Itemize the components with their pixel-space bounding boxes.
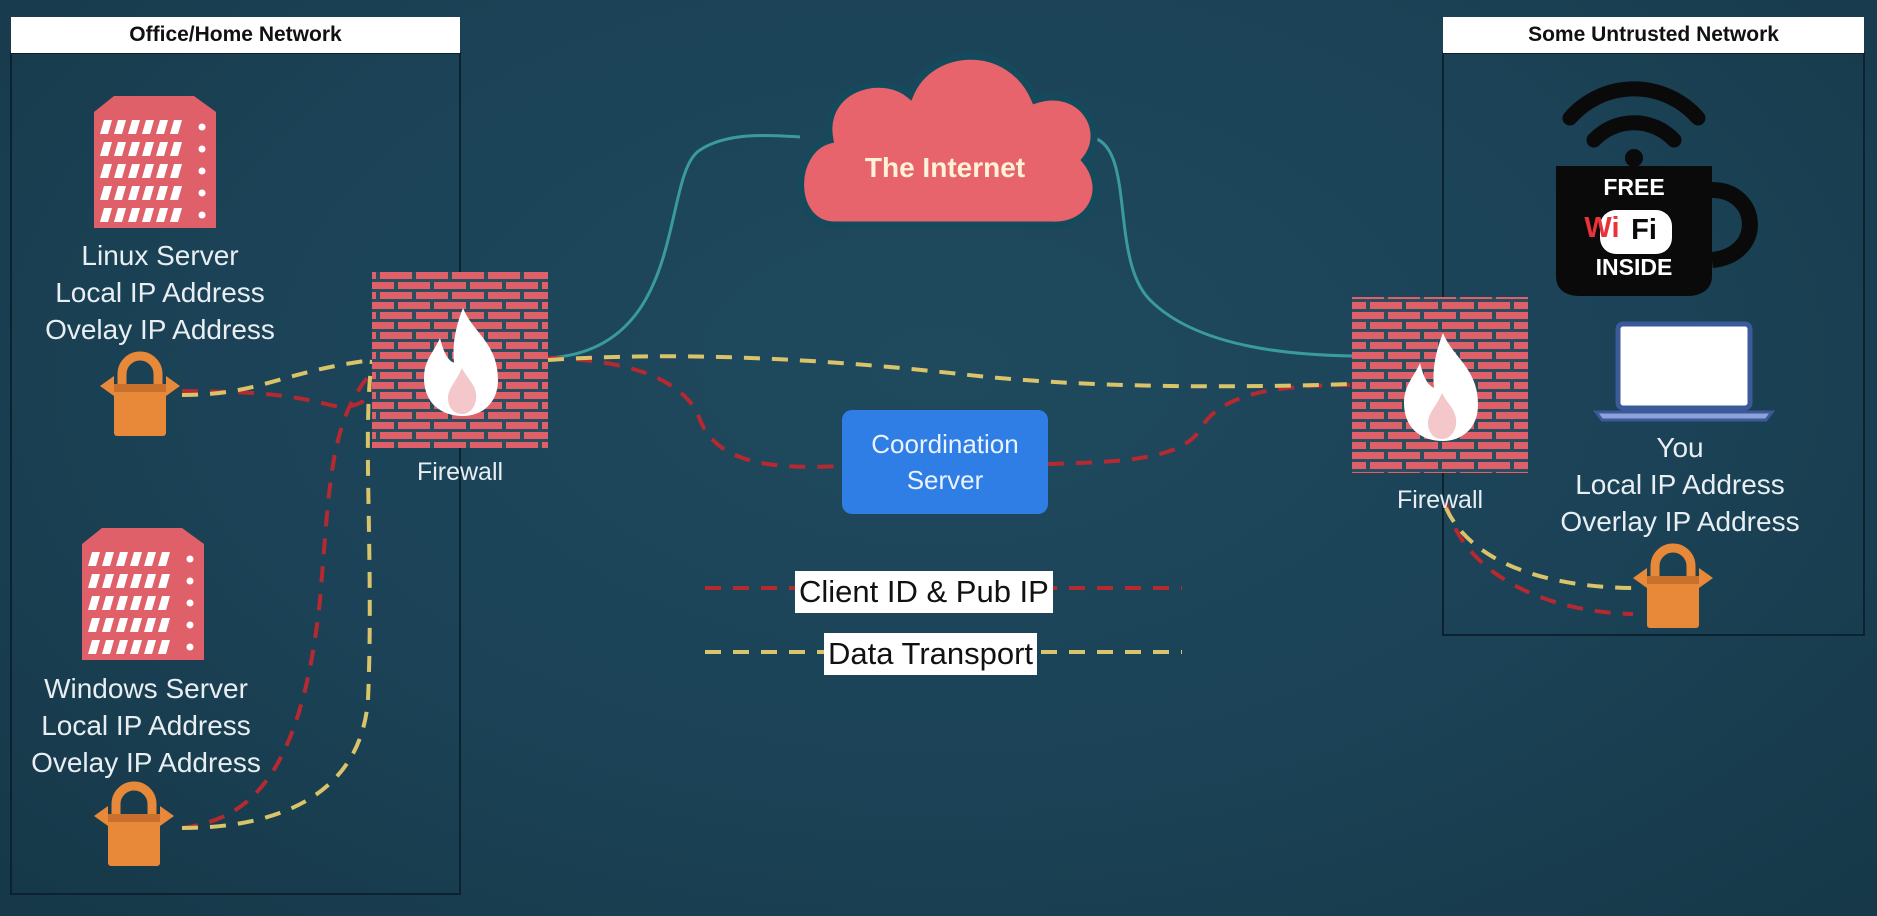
office-network-title: Office/Home Network [11,17,460,53]
linux-server-label: Linux Server Local IP Address Ovelay IP … [20,237,300,348]
linux-server-icon [94,96,216,228]
coordination-server: Coordination Server [842,410,1048,514]
laptop-icon [1593,321,1775,422]
you-overlay-ip: Overlay IP Address [1560,506,1800,537]
linux-lock-icon [100,356,180,436]
you-local-ip: Local IP Address [1575,469,1785,500]
internet-link-left [547,133,801,360]
cloud-icon [797,52,1100,229]
windows-server-label: Windows Server Local IP Address Ovelay I… [6,670,286,781]
windows-server-overlay-ip: Ovelay IP Address [31,747,261,778]
linux-server-local-ip: Local IP Address [55,277,265,308]
windows-server-local-ip: Local IP Address [41,710,251,741]
coffee-cup-icon [1556,166,1758,296]
you-lock-icon [1633,548,1713,628]
office-network-frame [10,52,461,895]
firewall-left-icon [372,272,548,448]
wifi-wi-text: Wi [1584,212,1620,244]
you-label: You Local IP Address Overlay IP Address [1530,429,1830,540]
internet-label: The Internet [864,152,1026,183]
you-name: You [1656,432,1704,463]
wifi-dot [1625,149,1643,167]
wifi-free-text: FREE [1603,174,1665,200]
firewall-right-icon [1352,297,1528,473]
linux-server-name: Linux Server [81,240,239,271]
linux-server-overlay-ip: Ovelay IP Address [45,314,275,345]
internet-link-right [1093,136,1353,358]
windows-lock-icon [94,786,174,866]
firewall-right-label: Firewall [1396,486,1484,514]
wifi-icon [1562,81,1706,148]
legend-client-id: Client ID & Pub IP [795,571,1053,613]
windows-server-name: Windows Server [44,673,248,704]
windows-server-icon [82,528,204,660]
legend-data-transport: Data Transport [824,633,1038,675]
untrusted-network-title: Some Untrusted Network [1443,17,1864,53]
coordination-label-line1: Coordination [871,429,1019,459]
data-transport-paths [181,354,1634,830]
firewall-left-label: Firewall [416,458,504,486]
wifi-inside-text: INSIDE [1595,254,1673,280]
wifi-fi-text: Fi [1631,214,1657,246]
coordination-label-line2: Server [906,465,984,495]
